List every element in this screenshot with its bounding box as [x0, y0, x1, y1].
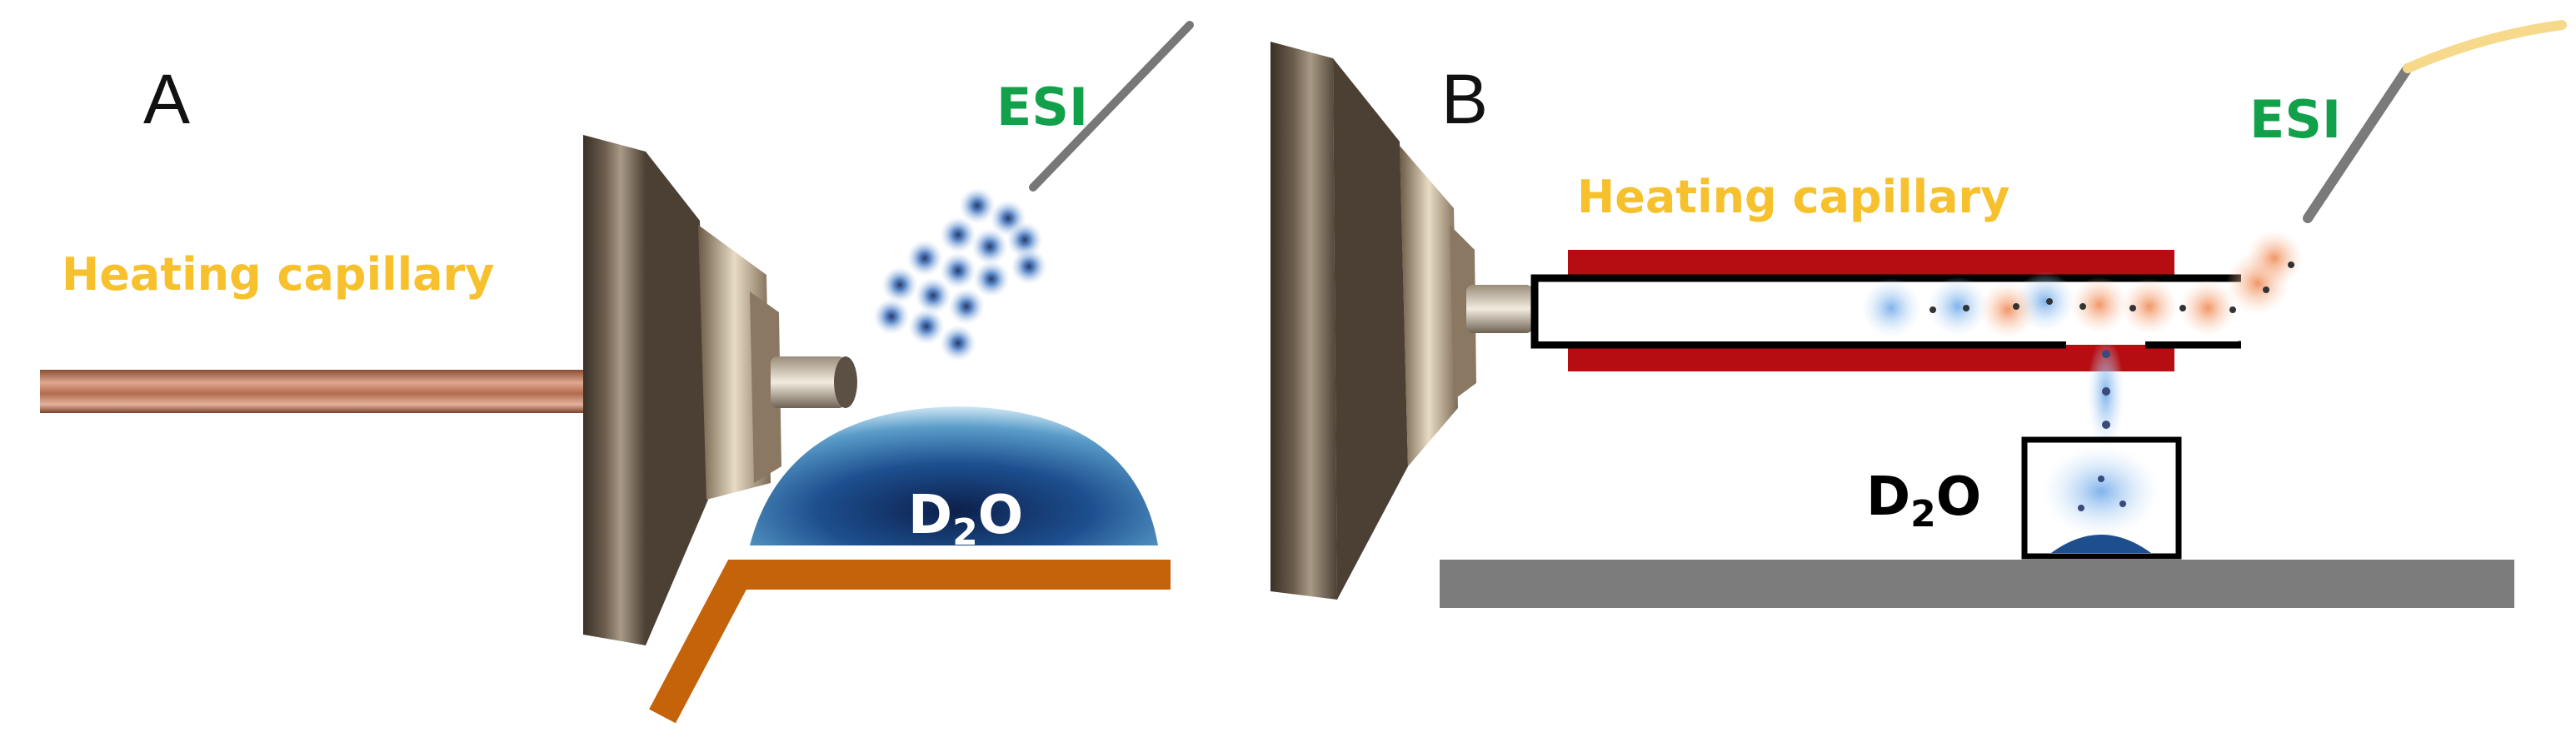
esi-needle-a — [1029, 21, 1194, 192]
support-plate-a — [649, 560, 1171, 724]
esi-label-a: ESI — [996, 77, 1088, 137]
d2o-vessel — [2021, 436, 2182, 560]
panel-b-label: B — [1441, 60, 1488, 138]
esi-needle-b — [2303, 63, 2413, 223]
inlet-nozzle-b — [1466, 285, 1533, 333]
heater-top — [1568, 250, 2174, 276]
heater-bottom — [1568, 345, 2174, 371]
d2o-label-b: D2O — [1866, 466, 1981, 535]
base-plate — [1440, 560, 2514, 608]
d2o-droplet-a — [750, 406, 1158, 545]
inlet-nozzle — [771, 356, 846, 408]
panel-b: B — [1271, 20, 2567, 608]
d2o-label-a: D2O — [908, 485, 1023, 554]
esi-cable — [2403, 20, 2567, 73]
ms-inlet-cone-b — [1271, 42, 1533, 600]
ms-inlet-cone — [583, 135, 857, 645]
ion-spray-a — [873, 187, 1047, 361]
heating-capillary-label-b: Heating capillary — [1577, 171, 2009, 223]
panel-a: A Heating capillary ESI — [40, 21, 1194, 724]
esi-label-b: ESI — [2249, 89, 2341, 150]
heating-capillary-label-a: Heating capillary — [62, 248, 494, 301]
panel-a-label: A — [143, 60, 190, 138]
ions-in-capillary — [1861, 230, 2303, 338]
d2o-pool — [2051, 535, 2151, 553]
copper-capillary — [40, 370, 597, 413]
